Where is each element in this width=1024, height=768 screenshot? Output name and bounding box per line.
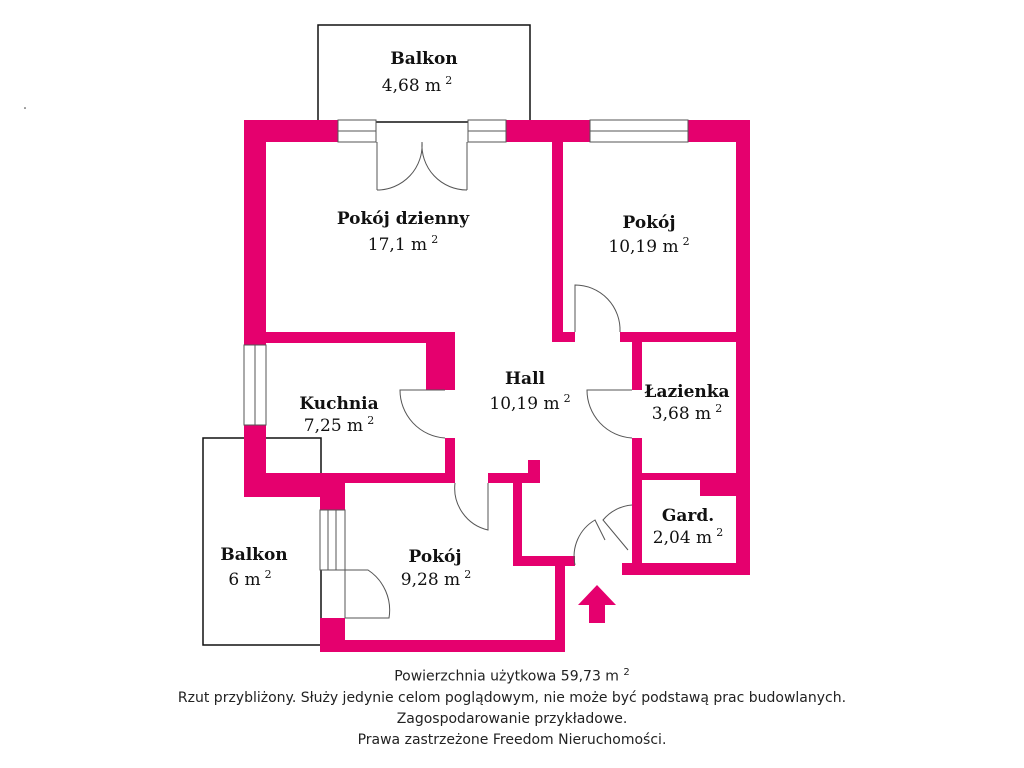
room-area-gard: 2,04 m xyxy=(653,528,712,548)
svg-text:7,25 m2: 7,25 m2 xyxy=(304,414,374,436)
room-area-balkon-top: 4,68 m xyxy=(382,76,441,96)
windows xyxy=(243,119,689,571)
svg-text:10,19 m2: 10,19 m2 xyxy=(489,392,570,414)
room-area-living: 17,1 m xyxy=(368,235,427,255)
svg-text:6 m2: 6 m2 xyxy=(228,568,271,590)
room-area-lazienka: 3,68 m xyxy=(652,404,711,424)
caption-copyright: Prawa zastrzeżone Freedom Nieruchomości. xyxy=(357,731,667,748)
room-name-pokoj-top: Pokój xyxy=(623,213,676,233)
room-name-pokoj-bottom: Pokój xyxy=(409,547,462,567)
svg-text:2,04 m2: 2,04 m2 xyxy=(653,526,723,548)
room-area-kuchnia: 7,25 m xyxy=(304,416,363,436)
room-area-pokoj-bottom: 9,28 m xyxy=(401,570,460,590)
walls xyxy=(244,120,750,652)
caption-area: Powierzchnia użytkowa 59,73 m 2 xyxy=(394,667,630,685)
room-area-hall: 10,19 m xyxy=(489,394,559,414)
caption-disclaimer: Rzut przybliżony. Służy jedynie celom po… xyxy=(177,689,847,706)
room-name-kuchnia: Kuchnia xyxy=(299,394,378,414)
svg-text:9,28 m2: 9,28 m2 xyxy=(401,568,471,590)
room-name-balkon-left: Balkon xyxy=(220,545,287,565)
svg-text:10,19 m2: 10,19 m2 xyxy=(608,235,689,257)
room-area-pokoj-top: 10,19 m xyxy=(608,237,678,257)
entrance-arrow-icon xyxy=(578,585,616,623)
svg-text:17,1 m2: 17,1 m2 xyxy=(368,233,438,255)
room-name-hall: Hall xyxy=(505,369,546,389)
room-name-gard: Gard. xyxy=(662,506,714,526)
svg-text:4,68 m2: 4,68 m2 xyxy=(382,74,452,96)
room-name-living: Pokój dzienny xyxy=(337,209,470,229)
room-area-balkon-left: 6 m xyxy=(228,570,260,590)
caption: Powierzchnia użytkowa 59,73 m 2 Rzut prz… xyxy=(0,662,1024,751)
room-name-lazienka: Łazienka xyxy=(644,382,729,402)
caption-furnishing: Zagospodarowanie przykładowe. xyxy=(396,710,628,727)
room-name-balkon-top: Balkon xyxy=(390,49,457,69)
balcony-top-outline xyxy=(317,24,531,123)
doors xyxy=(344,141,633,619)
svg-text:3,68 m2: 3,68 m2 xyxy=(652,402,722,424)
